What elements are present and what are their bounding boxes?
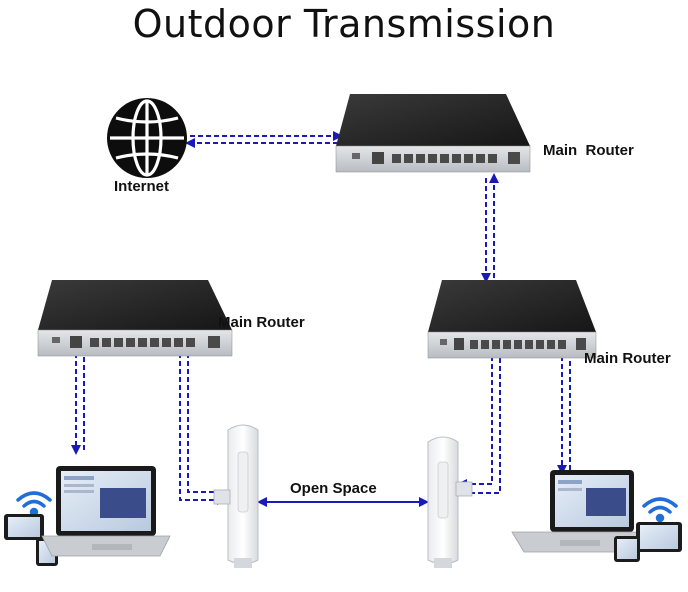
laptop-left-icon [41,466,171,557]
phone-right-icon [614,536,640,562]
tablet-left-icon [4,514,44,540]
cpe-right-antenna-icon [427,436,473,568]
router-right-label: Main Router [584,350,671,367]
link-left-router-to-left-cpe [179,340,227,505]
link-top-router-to-right-router [481,173,499,283]
link-right-router-to-right-cpe [457,343,505,494]
diagram-title: Outdoor Transmission [132,2,556,46]
link-left-router-to-laptop [71,340,89,455]
router-left-label: Main Router [218,314,305,331]
router-right-icon [427,280,597,359]
link-right-router-to-laptop [557,343,575,475]
router-left-icon [37,280,233,357]
wifi-right-icon [642,497,678,523]
router-top-icon [335,94,531,173]
wifi-left-icon [16,491,52,517]
internet-label: Internet [114,178,170,195]
globe-icon [107,98,187,178]
open-space-label: Open Space [290,480,377,497]
laptop-right-icon [511,470,641,553]
link-internet-to-top-router [185,131,343,148]
router-top-label: Main Router [543,142,634,159]
cpe-left-antenna-icon [213,424,259,568]
tablet-right-icon [636,522,682,552]
